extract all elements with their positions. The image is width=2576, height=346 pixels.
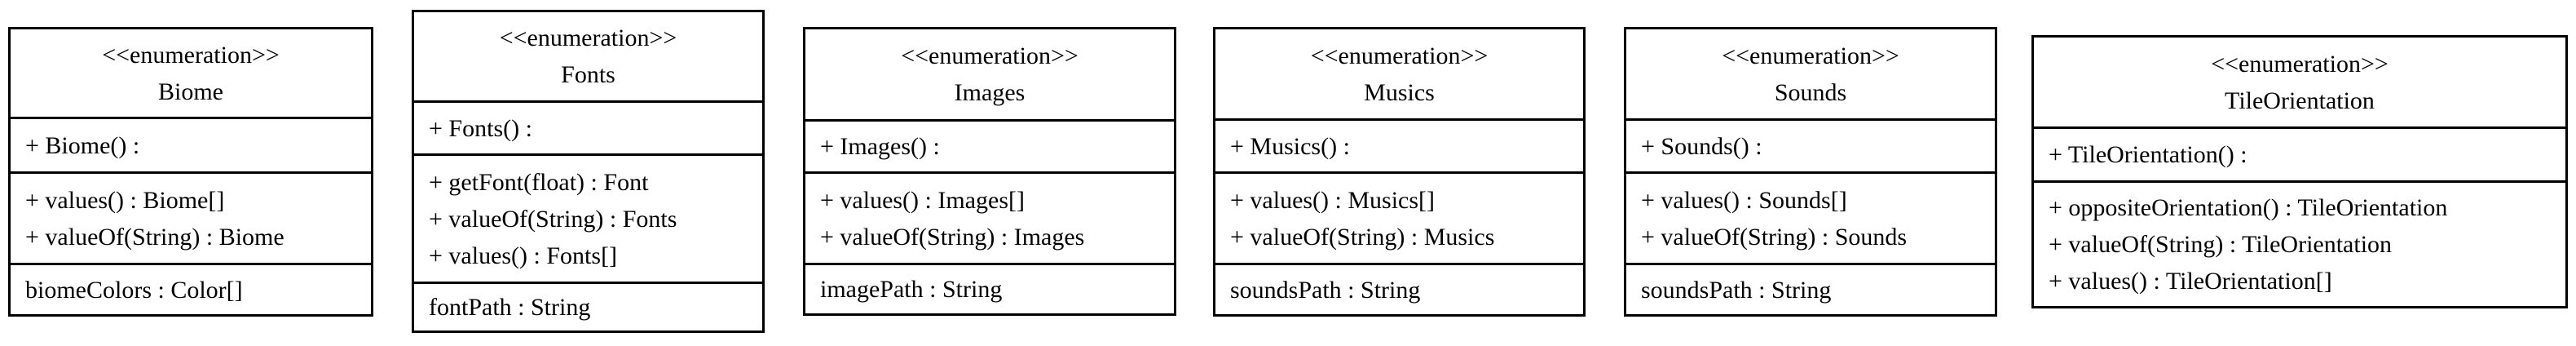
method-item: + valueOf(String) : TileOrientation [2049,231,2393,258]
method-item: + getFont(float) : Font [429,168,649,196]
attributes-compartment: soundsPath : String [1626,263,1995,314]
class-header: <<enumeration>> Fonts [414,12,762,100]
enum-box-musics: <<enumeration>> Musics + Musics() : + va… [1213,27,1586,317]
attribute-item: fontPath : String [429,294,591,321]
constructor-compartment: + Sounds() : [1626,118,1995,171]
method-item: + values() : TileOrientation[] [2049,268,2332,295]
class-name: Musics [1364,78,1435,106]
attributes-compartment: imagePath : String [805,263,1174,313]
attribute-item: soundsPath : String [1230,276,1421,304]
attributes-compartment: soundsPath : String [1215,263,1583,314]
constructor-item: + Biome() : [25,131,140,159]
method-item: + valueOf(String) : Biome [25,223,285,251]
constructor-item: + Sounds() : [1641,132,1762,160]
constructor-item: + Musics() : [1230,132,1350,160]
class-name: Biome [158,78,223,105]
method-item: + valueOf(String) : Fonts [429,205,677,233]
method-item: + valueOf(String) : Images [820,223,1085,251]
methods-compartment: + values() : Images[] + valueOf(String) … [805,171,1174,263]
stereotype-label: <<enumeration>> [1722,42,1899,69]
methods-compartment: + values() : Sounds[] + valueOf(String) … [1626,171,1995,263]
methods-compartment: + oppositeOrientation() : TileOrientatio… [2034,180,2565,306]
constructor-compartment: + Biome() : [11,117,371,171]
class-header: <<enumeration>> Sounds [1626,29,1995,118]
class-header: <<enumeration>> Images [805,29,1174,119]
method-item: + values() : Sounds[] [1641,186,1847,214]
constructor-item: + Fonts() : [429,114,532,142]
enum-box-sounds: <<enumeration>> Sounds + Sounds() : + va… [1624,27,1997,317]
class-name: Sounds [1774,78,1847,106]
method-item: + valueOf(String) : Musics [1230,223,1495,251]
constructor-item: + TileOrientation() : [2049,141,2247,168]
stereotype-label: <<enumeration>> [1310,42,1489,69]
enum-box-images: <<enumeration>> Images + Images() : + va… [803,27,1176,316]
attributes-compartment: biomeColors : Color[] [11,263,371,314]
constructor-compartment: + Musics() : [1215,118,1583,171]
enum-box-fonts: <<enumeration>> Fonts + Fonts() : + getF… [412,10,765,333]
stereotype-label: <<enumeration>> [2211,50,2389,78]
method-item: + values() : Musics[] [1230,186,1436,214]
method-item: + oppositeOrientation() : TileOrientatio… [2049,194,2448,221]
class-header: <<enumeration>> Musics [1215,29,1583,118]
constructor-compartment: + TileOrientation() : [2034,126,2565,180]
constructor-compartment: + Fonts() : [414,100,762,153]
methods-compartment: + values() : Biome[] + valueOf(String) :… [11,171,371,263]
class-header: <<enumeration>> TileOrientation [2034,38,2565,126]
method-item: + valueOf(String) : Sounds [1641,223,1908,251]
enum-box-tileorientation: <<enumeration>> TileOrientation + TileOr… [2031,35,2568,308]
class-header: <<enumeration>> Biome [11,29,371,117]
attribute-item: imagePath : String [820,276,1003,303]
class-name: TileOrientation [2225,86,2375,114]
attribute-item: biomeColors : Color[] [25,276,243,304]
class-name: Images [954,79,1026,106]
stereotype-label: <<enumeration>> [499,24,677,51]
methods-compartment: + getFont(float) : Font + valueOf(String… [414,153,762,282]
method-item: + values() : Images[] [820,186,1025,214]
class-name: Fonts [561,61,615,88]
constructor-item: + Images() : [820,133,940,160]
stereotype-label: <<enumeration>> [102,41,280,69]
constructor-compartment: + Images() : [805,119,1174,171]
enum-box-biome: <<enumeration>> Biome + Biome() : + valu… [8,27,373,317]
method-item: + values() : Fonts[] [429,242,618,269]
attributes-compartment: fontPath : String [414,282,762,330]
stereotype-label: <<enumeration>> [901,42,1078,69]
method-item: + values() : Biome[] [25,186,225,214]
methods-compartment: + values() : Musics[] + valueOf(String) … [1215,171,1583,263]
attribute-item: soundsPath : String [1641,276,1832,304]
